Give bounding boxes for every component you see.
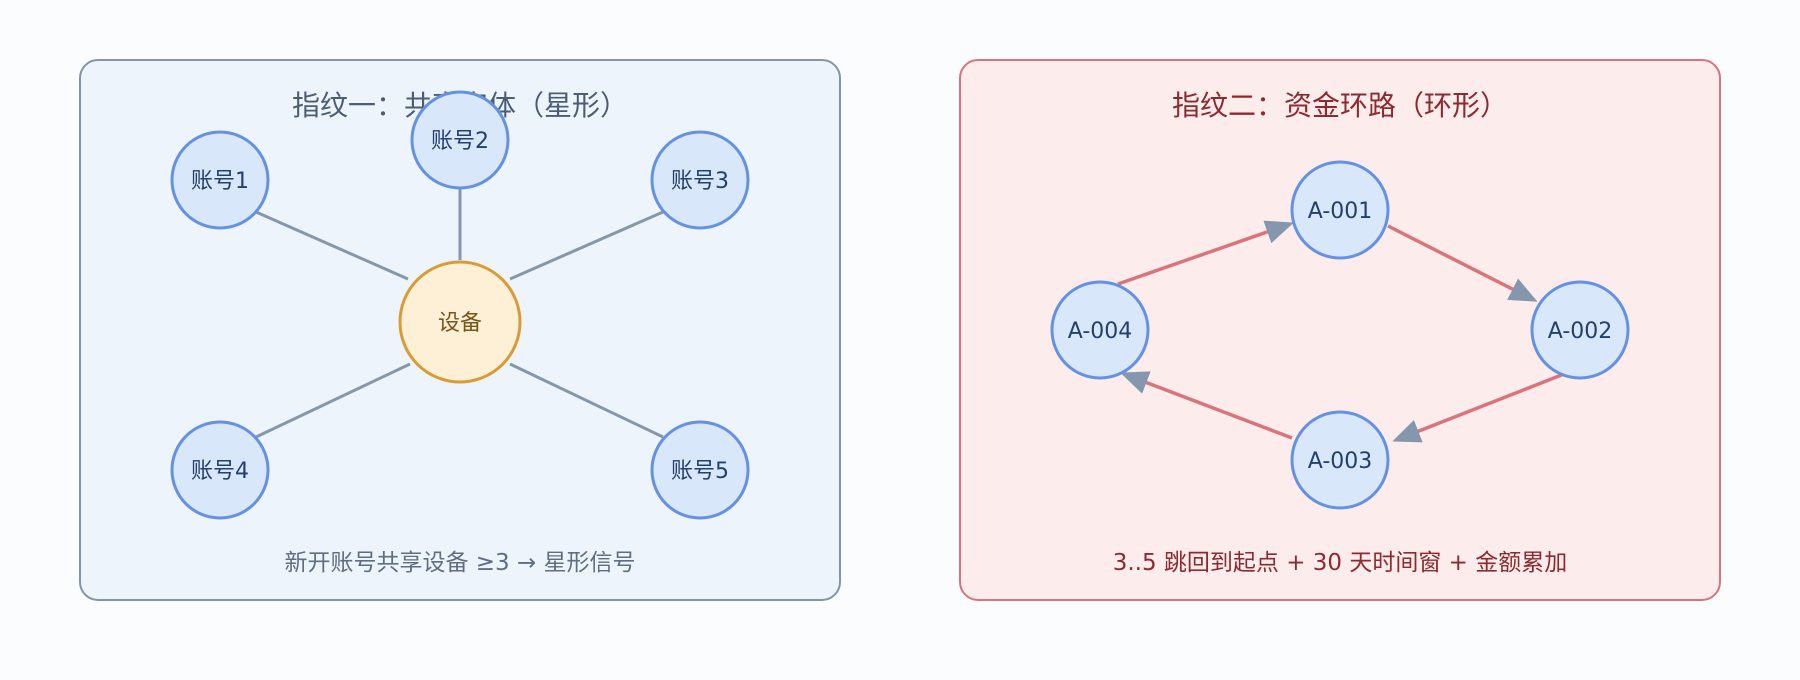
account-node-1-circle xyxy=(170,130,270,230)
star-edge-3 xyxy=(509,210,664,281)
account-node-1-label: 账号1 xyxy=(191,169,249,194)
account-node-5-label: 账号5 xyxy=(671,459,729,484)
ring-panel: 指纹二：资金环路（环形） A-001 A-002 A-003 A-004 3..… xyxy=(959,59,1721,601)
ring-edge-a003-a004 xyxy=(1120,371,1293,440)
ring-node-a002-circle xyxy=(1530,280,1630,380)
ring-node-a004: A-004 xyxy=(1050,280,1150,380)
ring-edges xyxy=(1117,220,1565,443)
ring-edge-a004-a001 xyxy=(1117,220,1294,286)
star-edge-1 xyxy=(255,210,409,281)
ring-panel-caption: 3..5 跳回到起点 + 30 天时间窗 + 金额累加 xyxy=(1113,550,1568,576)
account-node-3: 账号3 xyxy=(650,130,750,230)
account-node-2: 账号2 xyxy=(410,90,510,190)
center-node-label: 设备 xyxy=(438,311,482,336)
account-node-4-label: 账号4 xyxy=(191,459,249,484)
center-node-circle xyxy=(398,260,522,384)
account-node-5: 账号5 xyxy=(650,420,750,520)
account-node-4-circle xyxy=(170,420,270,520)
ring-node-a003-circle xyxy=(1290,410,1390,510)
star-edges xyxy=(255,188,664,439)
star-edge-5 xyxy=(509,362,664,439)
center-node-device: 设备 xyxy=(398,260,522,384)
account-node-3-circle xyxy=(650,130,750,230)
account-node-3-label: 账号3 xyxy=(671,169,729,194)
account-node-5-circle xyxy=(650,420,750,520)
ring-node-a002: A-002 xyxy=(1530,280,1630,380)
ring-node-a003: A-003 xyxy=(1290,410,1390,510)
ring-node-a003-label: A-003 xyxy=(1308,449,1373,474)
ring-node-a004-circle xyxy=(1050,280,1150,380)
ring-node-a001-circle xyxy=(1290,160,1390,260)
account-node-2-circle xyxy=(410,90,510,190)
account-node-4: 账号4 xyxy=(170,420,270,520)
star-panel: 指纹一：共享实体（星形） 设备 账号1 账号2 账号3 xyxy=(79,59,841,601)
star-panel-caption: 新开账号共享设备 ≥3 → 星形信号 xyxy=(284,550,635,576)
ring-node-a004-label: A-004 xyxy=(1068,319,1133,344)
ring-panel-title: 指纹二：资金环路（环形） xyxy=(1172,89,1508,122)
ring-node-a001-label: A-001 xyxy=(1308,199,1373,224)
account-node-2-label: 账号2 xyxy=(431,129,489,154)
ring-edge-a002-a003 xyxy=(1392,372,1565,443)
star-edge-4 xyxy=(255,362,411,439)
ring-node-a002-label: A-002 xyxy=(1548,319,1613,344)
account-node-1: 账号1 xyxy=(170,130,270,230)
ring-edge-a001-a002 xyxy=(1387,224,1538,302)
ring-panel-box xyxy=(959,59,1721,601)
ring-node-a001: A-001 xyxy=(1290,160,1390,260)
